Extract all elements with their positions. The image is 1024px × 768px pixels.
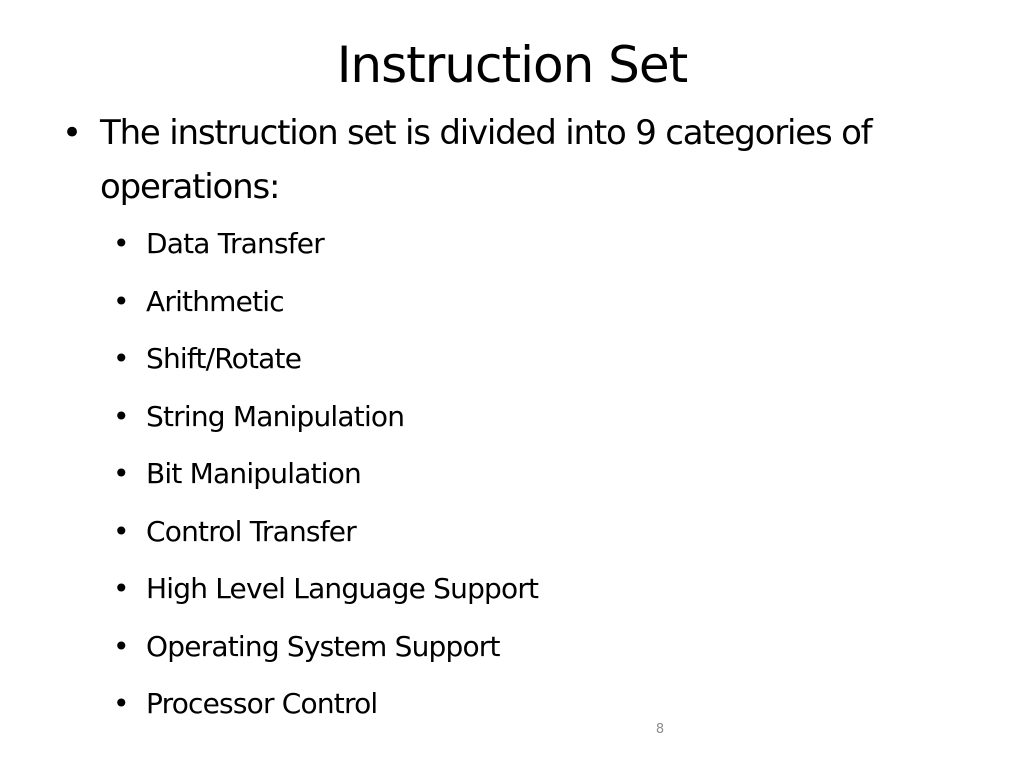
bullet-dot: • bbox=[113, 399, 130, 433]
page-number: 8 bbox=[655, 722, 665, 737]
category-label: String Manipulation bbox=[146, 399, 405, 433]
category-label: Data Transfer bbox=[146, 227, 325, 260]
category-label: Processor Control bbox=[146, 687, 378, 720]
category-label: Bit Manipulation bbox=[146, 457, 362, 490]
bullet-dot: • bbox=[113, 342, 130, 375]
category-label: High Level Language Support bbox=[146, 572, 539, 605]
bullet-dot: • bbox=[113, 629, 130, 663]
bullet-dot: • bbox=[113, 514, 130, 548]
bullet-dot: • bbox=[62, 113, 82, 153]
category-label: Shift/Rotate bbox=[146, 342, 302, 375]
bullet-dot: • bbox=[113, 457, 130, 490]
slide-title: Instruction Set bbox=[336, 36, 689, 94]
category-label: Operating System Support bbox=[146, 629, 500, 663]
category-label: Arithmetic bbox=[146, 284, 285, 318]
bullet-dot: • bbox=[113, 284, 130, 318]
main-bullet-text: The instruction set is divided into 9 ca… bbox=[100, 113, 873, 207]
main-bullet: • The instruction set is divided into 9 … bbox=[62, 106, 962, 214]
bullet-dot: • bbox=[113, 227, 130, 260]
bullet-dot: • bbox=[113, 687, 130, 720]
bullet-dot: • bbox=[113, 572, 130, 605]
category-label: Control Transfer bbox=[146, 514, 357, 548]
